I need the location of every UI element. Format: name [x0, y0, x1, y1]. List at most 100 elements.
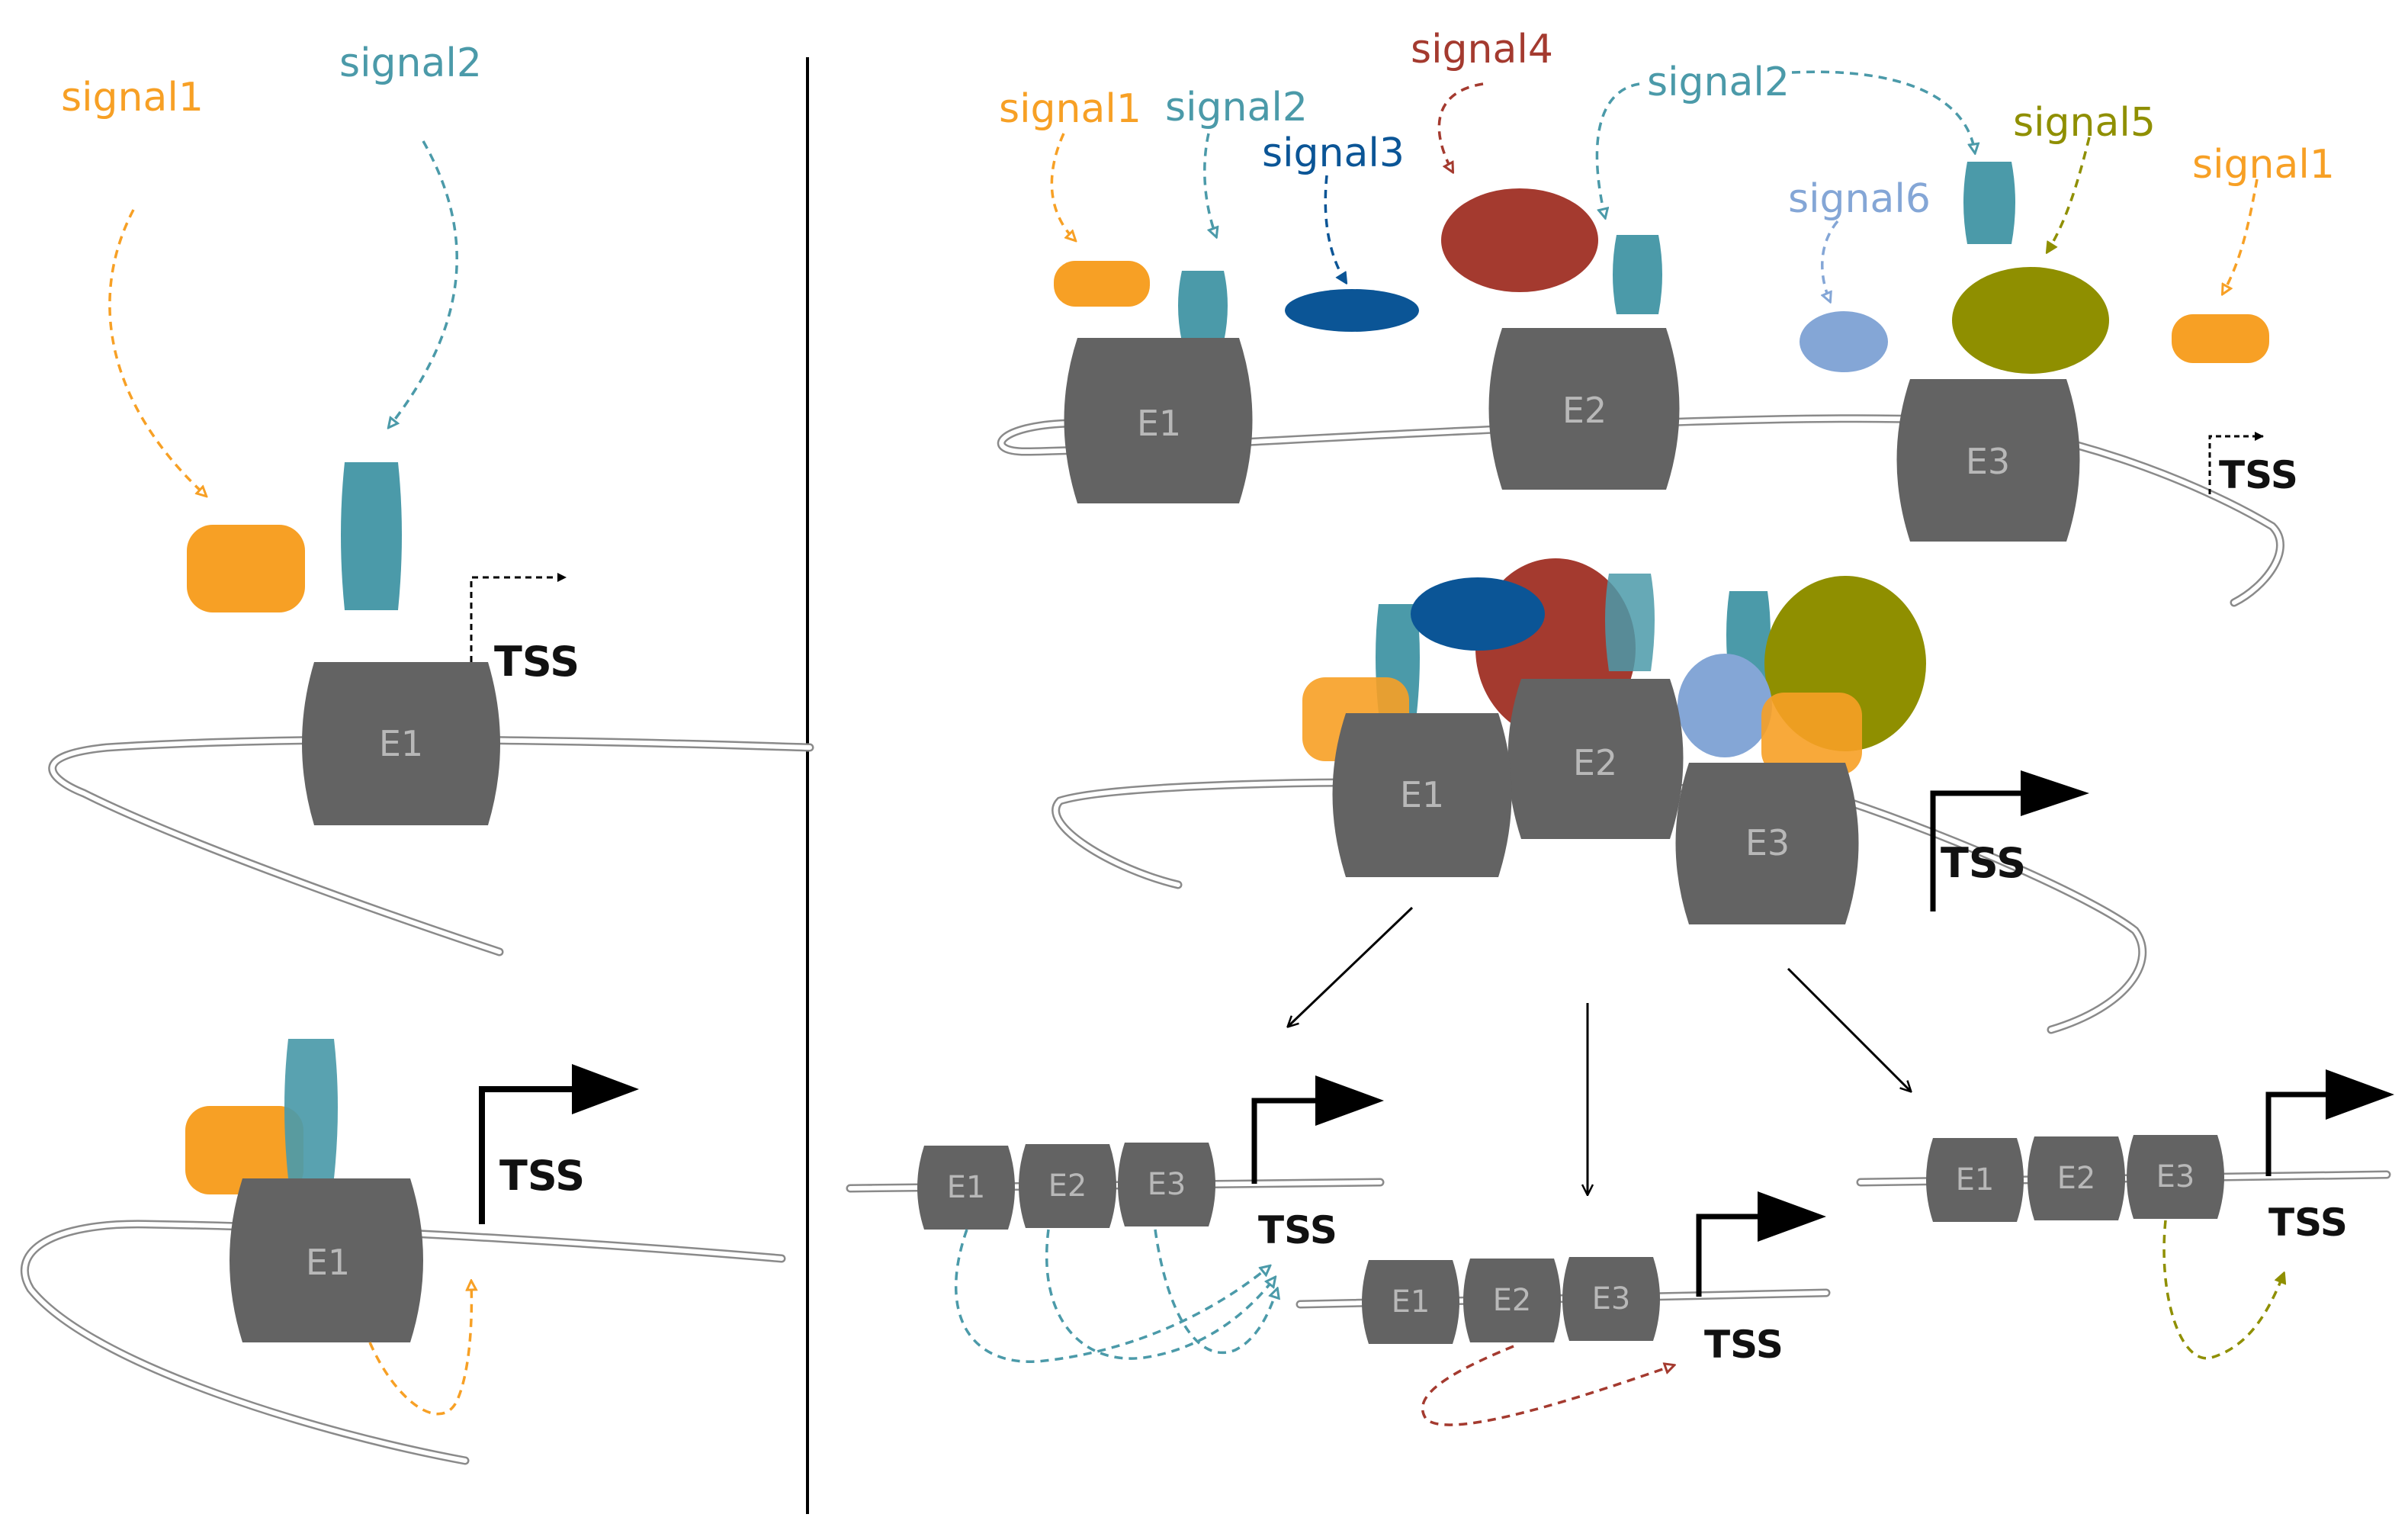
left-top-panel: signal1 signal2 E1 TSS — [48, 40, 814, 956]
teal-factor-e2 — [1605, 574, 1655, 671]
tss-label: TSS — [494, 638, 580, 686]
teal-loop-e2 — [1045, 1229, 1275, 1360]
left-bottom-panel: E1 TSS — [20, 1039, 786, 1465]
teal-loop-e3 — [1154, 1229, 1277, 1355]
enhancer-e1-label: E1 — [1956, 1162, 1995, 1197]
olive-factor — [1952, 267, 2109, 374]
signal6-label: signal6 — [1788, 176, 1931, 222]
tss-label: TSS — [2268, 1201, 2348, 1245]
tss-arrowhead — [2326, 1069, 2394, 1120]
signal1-label: signal1 — [999, 86, 1141, 132]
signal2-arrow — [389, 140, 458, 427]
olive-loop-e3 — [2162, 1220, 2284, 1360]
outcome-center-panel: E1 E2 E3 TSS — [1296, 1191, 1831, 1426]
signal3-arrow — [1324, 175, 1346, 282]
enhancer-e1 — [917, 1146, 1015, 1230]
signal1-arrow — [108, 209, 206, 496]
signal6-arrow — [1822, 220, 1839, 301]
tss-arrow-active — [2265, 1091, 2333, 1176]
red-factor — [1441, 188, 1598, 292]
outcome-arrow-right — [1787, 967, 1910, 1091]
enhancer-e3-label: E3 — [2156, 1159, 2195, 1194]
lightblue-factor — [1800, 311, 1888, 372]
enhancer-e2 — [1019, 1144, 1116, 1228]
orange-factor — [1054, 261, 1150, 307]
enhancer-e2 — [2028, 1136, 2125, 1220]
tss-arrow-active — [1251, 1098, 1323, 1184]
right-middle-panel: E2 E1 E3 TSS — [1051, 558, 2147, 1194]
outcome-right-panel: E1 E2 E3 TSS — [1856, 1069, 2394, 1360]
tss-arrow-dashed — [2208, 432, 2264, 494]
outcome-arrow-left — [1289, 906, 1414, 1026]
tss-arrow-active — [479, 1086, 576, 1224]
signal1-label: signal1 — [61, 75, 204, 121]
tss-label: TSS — [499, 1152, 585, 1200]
enhancer-e2-label: E2 — [1573, 742, 1617, 783]
navy-factor — [1285, 289, 1419, 332]
enhancer-e1-label: E1 — [1392, 1284, 1430, 1320]
signal1-arrow — [1050, 133, 1075, 240]
navy-factor — [1411, 577, 1545, 651]
enhancer-e3 — [2127, 1135, 2224, 1219]
teal-loop-e1 — [955, 1229, 1270, 1363]
enhancer-e3-label: E3 — [1745, 822, 1790, 863]
enhancer-e1-label: E1 — [379, 723, 423, 764]
enhancer-e2-label: E2 — [2057, 1161, 2096, 1196]
signal1b-label: signal1 — [2192, 142, 2335, 188]
orange-factor — [187, 525, 305, 612]
enhancer-e1 — [1362, 1260, 1459, 1344]
signal2b-label: signal2 — [1647, 59, 1790, 105]
enhancer-e2-label: E2 — [1493, 1283, 1532, 1318]
enhancer-e3 — [1896, 379, 2080, 542]
enhancer-e2 — [1507, 679, 1684, 839]
tss-label: TSS — [2219, 453, 2298, 497]
enhancer-e3-label: E3 — [1966, 441, 2010, 482]
orange-factor — [185, 1106, 303, 1194]
orange-activation-arrow — [368, 1281, 471, 1416]
signal4-label: signal4 — [1411, 27, 1553, 72]
enhancer-e1 — [302, 662, 500, 825]
right-top-panel: signal1 signal2 signal3 signal4 signal2 … — [997, 27, 2335, 607]
enhancer-e1-label: E1 — [947, 1170, 986, 1205]
signal2-label: signal2 — [339, 40, 482, 86]
signal5-label: signal5 — [2013, 100, 2156, 146]
teal-factor — [284, 1039, 338, 1178]
enhancer-e1-label: E1 — [1137, 403, 1181, 444]
red-loop-e2 — [1421, 1345, 1674, 1426]
teal-factor-free — [1963, 162, 2015, 244]
outcome-left-panel: E1 E2 E3 TSS — [846, 1075, 1385, 1363]
enhancer-e1-label: E1 — [306, 1242, 350, 1283]
signal2b-arrow-right — [1791, 70, 1975, 153]
enhancer-e1-label: E1 — [1400, 774, 1444, 815]
tss-arrowhead — [2021, 770, 2089, 816]
orange-factor-free — [2172, 314, 2269, 363]
enhancer-e3 — [1562, 1257, 1660, 1341]
signal4-arrow — [1437, 82, 1484, 172]
enhancer-e1 — [1926, 1138, 2024, 1222]
teal-factor-e2 — [1613, 235, 1662, 314]
enhancer-e1 — [1332, 713, 1512, 877]
enhancer-e2 — [1488, 328, 1680, 490]
enhancer-e2-label: E2 — [1562, 390, 1607, 431]
tss-arrow-active — [1930, 790, 2028, 911]
signal3-label: signal3 — [1262, 130, 1405, 176]
teal-factor — [341, 462, 402, 610]
tss-arrowhead — [1758, 1191, 1826, 1242]
enhancer-e2-label: E2 — [1048, 1169, 1087, 1204]
signal2b-arrow-left — [1595, 82, 1640, 217]
enhancer-e1 — [230, 1178, 423, 1342]
tss-label: TSS — [1258, 1208, 1337, 1252]
lightblue-factor — [1678, 654, 1772, 757]
orange-factor-e3 — [1761, 693, 1862, 775]
tss-label: TSS — [1704, 1323, 1784, 1367]
signal5-arrow — [2047, 137, 2091, 252]
signal1b-arrow — [2223, 178, 2259, 294]
enhancer-e3-label: E3 — [1592, 1281, 1631, 1316]
tss-arrow-active — [1696, 1214, 1765, 1297]
tss-label: TSS — [1941, 839, 2026, 887]
signal2-arrow — [1203, 133, 1216, 236]
signal2-label: signal2 — [1165, 85, 1308, 130]
enhancer-e2 — [1463, 1259, 1561, 1342]
